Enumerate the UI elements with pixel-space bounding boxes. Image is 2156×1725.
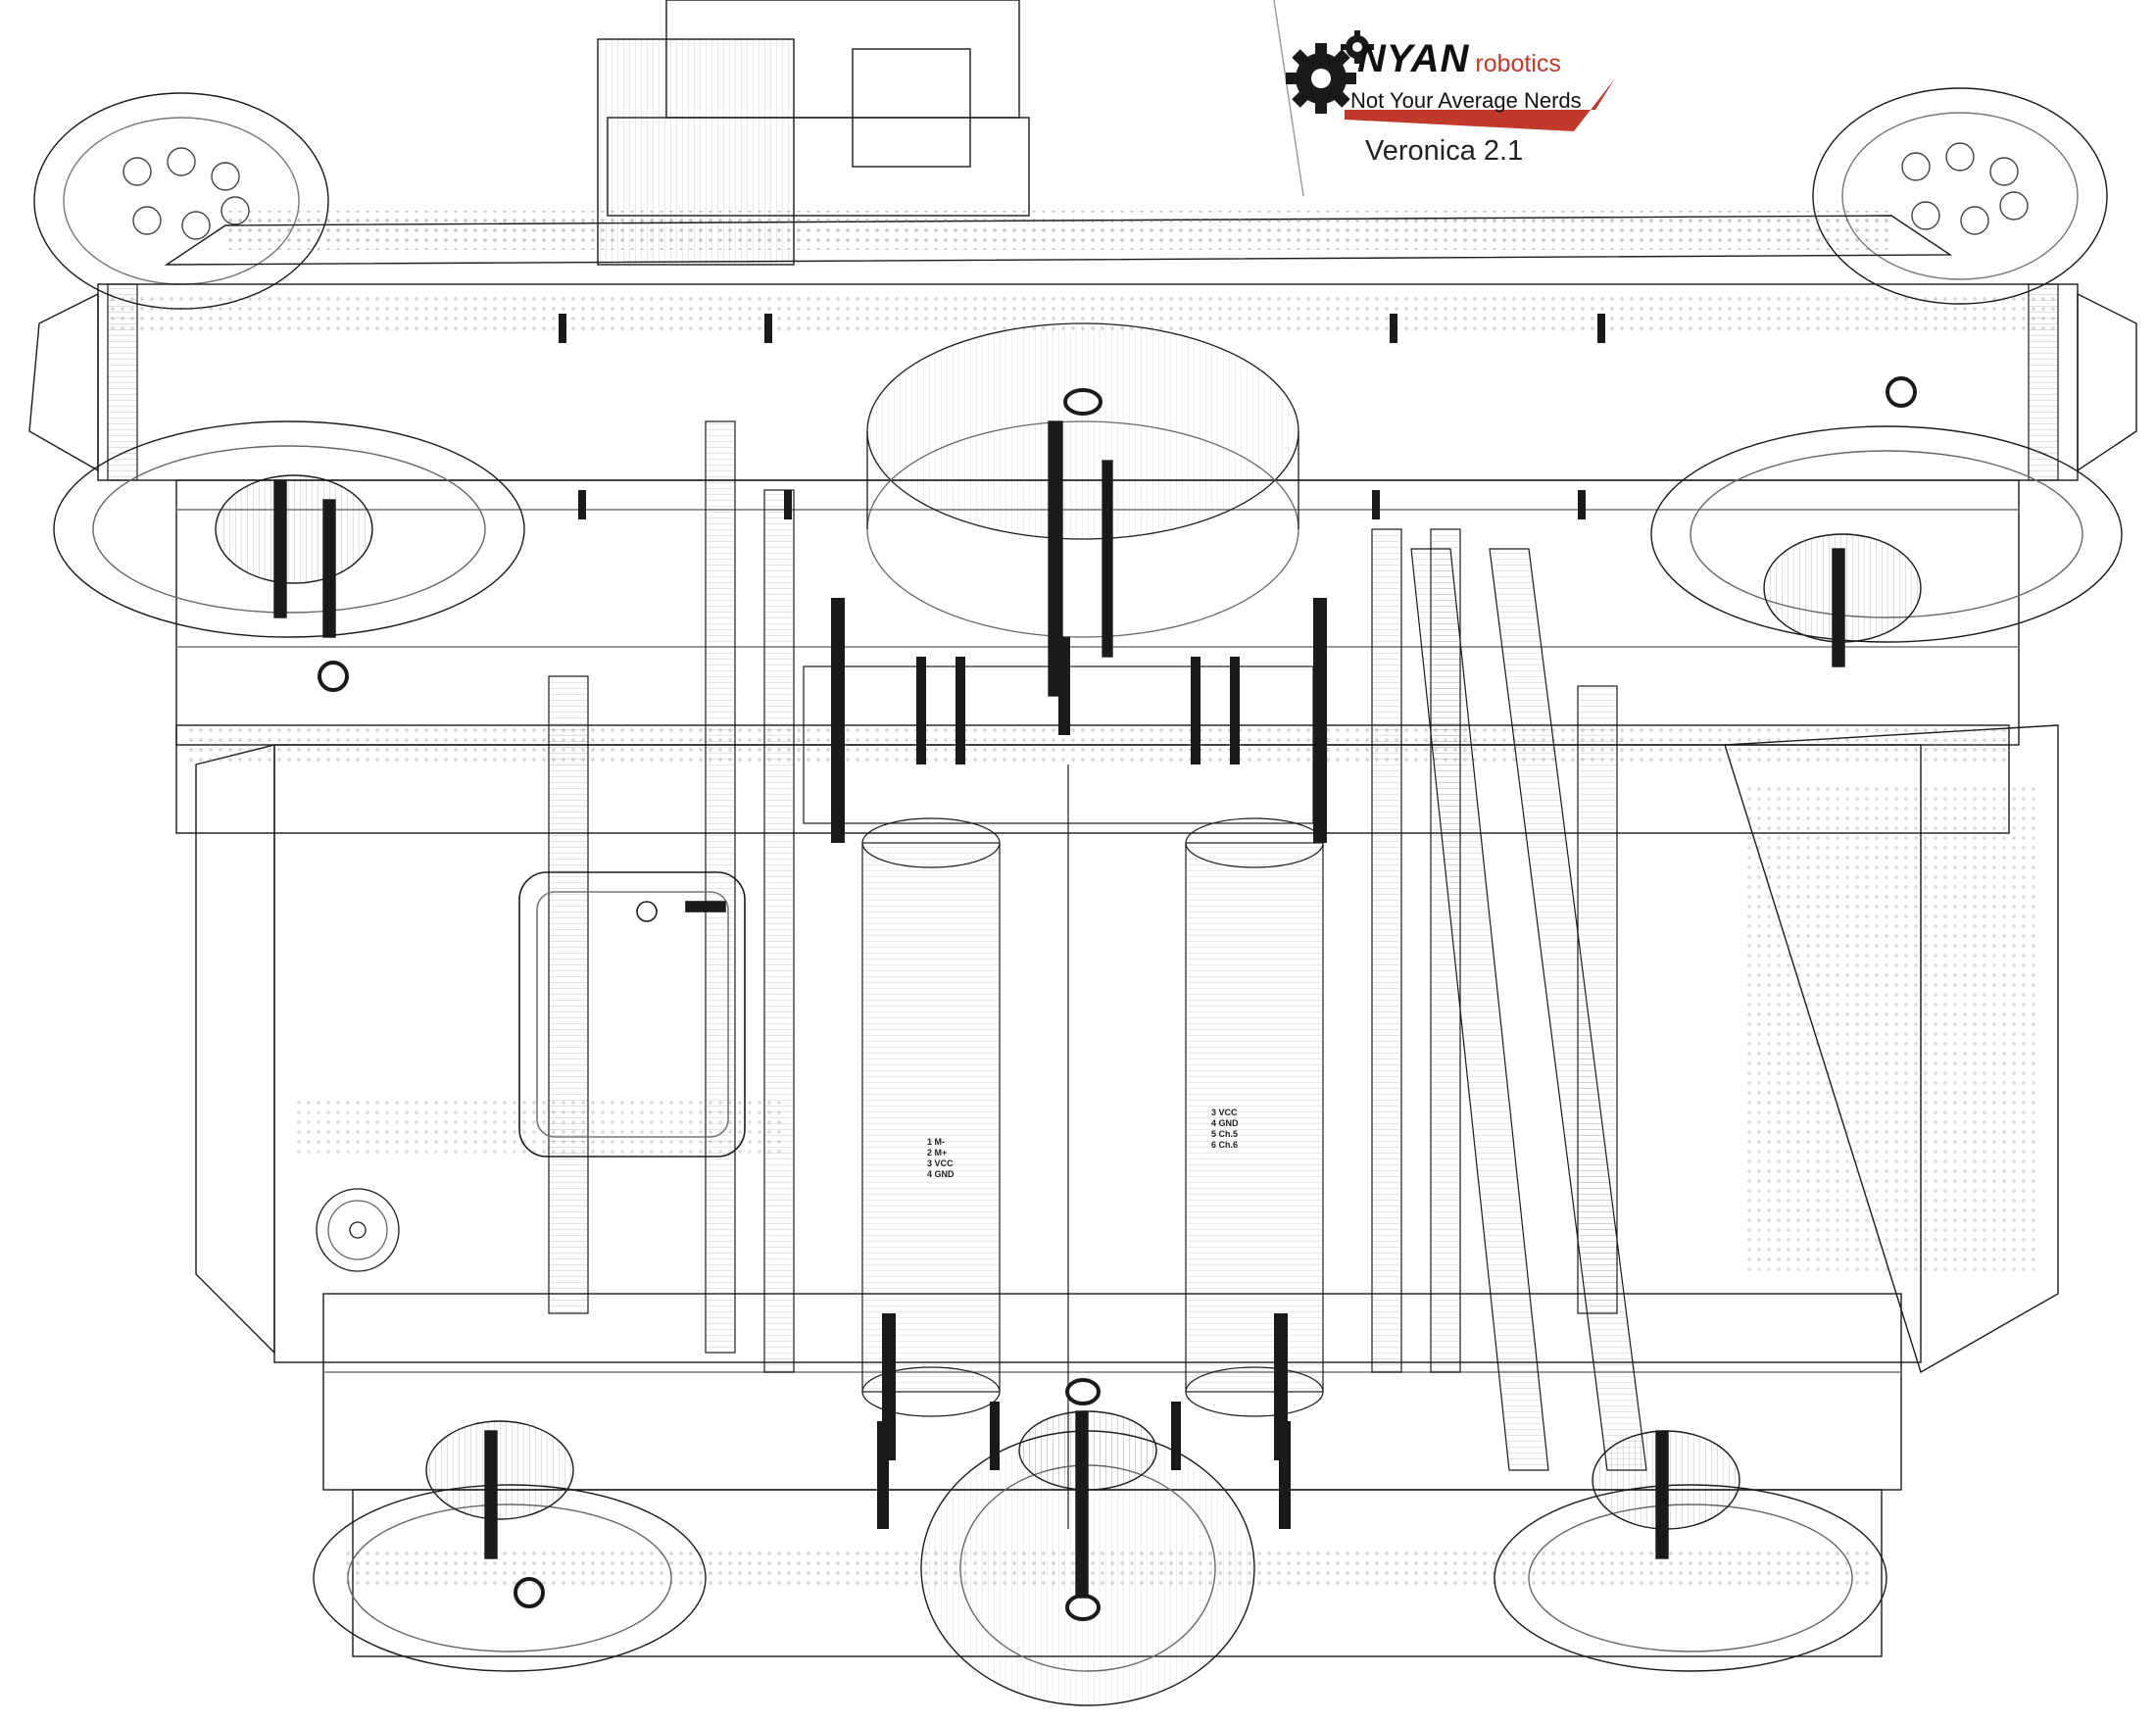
mecanum-wheel-rear-right: [1494, 1430, 1887, 1672]
bolts: [559, 314, 1605, 1529]
small-gear-icon: [1341, 30, 1374, 64]
logo-brand-suffix: robotics: [1475, 50, 1561, 77]
rear-wheel-right: [1812, 87, 2108, 305]
rear-wheel-left: [33, 92, 329, 310]
logo-brand-name: NYAN: [1357, 37, 1470, 80]
pin-label: 2 M+: [927, 1148, 948, 1158]
bottom-center-wheel: [920, 1378, 1255, 1706]
pin-label: 5 Ch.5: [1211, 1129, 1239, 1139]
lift-rails: [107, 283, 2059, 1471]
motor-stack: [803, 665, 1324, 1529]
pin-label: 3 VCC: [927, 1158, 954, 1168]
mecanum-wheel-front-left: [53, 420, 525, 692]
sprocket: [316, 1188, 400, 1272]
model-name: Veronica 2.1: [1365, 135, 1524, 167]
pin-label: 4 GND: [1211, 1118, 1239, 1128]
plate-holes: [108, 211, 2058, 1588]
top-center-gear-housing: [866, 322, 1299, 697]
pin-label: 3 VCC: [1211, 1108, 1238, 1117]
pin-label: 1 M-: [927, 1137, 945, 1147]
mecanum-wheel-rear-left: [313, 1420, 707, 1672]
logo-tagline: Not Your Average Nerds: [1350, 88, 1582, 113]
pin-label: 4 GND: [927, 1169, 955, 1179]
pin-label: 6 Ch.6: [1211, 1140, 1239, 1150]
phone-controller: [518, 871, 746, 1158]
pin-labels-left: 1 M- 2 M+ 3 VCC 4 GND: [927, 1137, 955, 1180]
pin-labels-right: 3 VCC 4 GND 5 Ch.5 6 Ch.6: [1211, 1108, 1239, 1151]
logo-swoosh: [1345, 78, 1615, 131]
mecanum-wheel-front-right: [1650, 376, 2123, 667]
gear-icon: [1286, 43, 1356, 114]
